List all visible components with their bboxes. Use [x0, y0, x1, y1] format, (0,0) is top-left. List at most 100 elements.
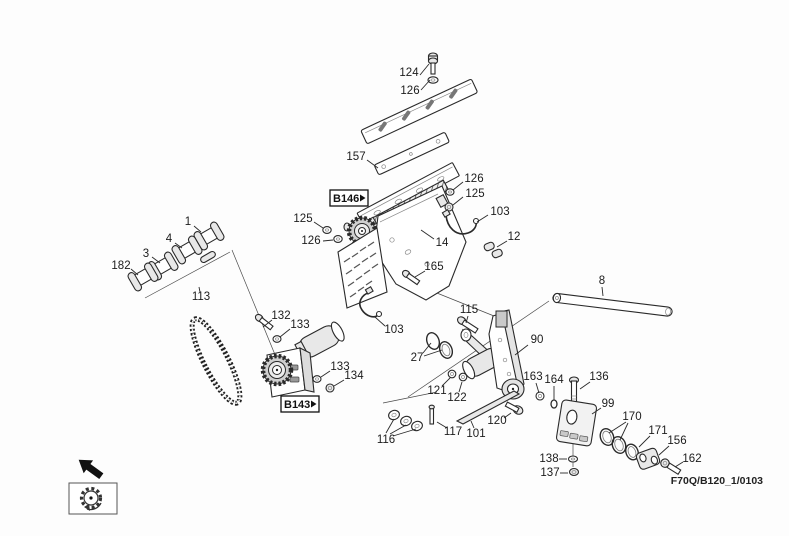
nut-137: [568, 467, 580, 477]
part-label-163: 163: [523, 371, 542, 383]
leader-line: [420, 229, 435, 240]
part-label-138: 138: [539, 453, 558, 465]
part-label-171: 171: [648, 425, 667, 437]
leader-line: [130, 268, 139, 276]
leader-line: [374, 316, 386, 327]
leader-line: [366, 159, 379, 169]
part-label-156: 156: [667, 435, 686, 447]
drawing-code: F70Q/B120_1/0103: [671, 475, 763, 487]
leader-line: [193, 225, 202, 233]
leader-line: [601, 286, 604, 297]
tine-arm-assembly: [388, 309, 682, 477]
washers-116: [388, 409, 423, 432]
leader-line: [496, 240, 508, 248]
cutterbar-assembly-b146: [322, 162, 503, 309]
plate-157: [374, 132, 450, 175]
drive-sprocket: [343, 215, 378, 247]
nut-134: [325, 383, 335, 393]
leader-line: [579, 381, 591, 390]
leader-line: [333, 379, 345, 387]
part-label-103: 103: [490, 206, 509, 218]
part-label-115: 115: [460, 304, 478, 316]
part-label-182: 182: [111, 260, 130, 272]
part-label-27: 27: [411, 352, 424, 364]
nut-121: [447, 369, 457, 379]
part-label-126: 126: [400, 85, 419, 97]
part-label-164: 164: [544, 374, 564, 386]
leader-line: [322, 239, 334, 242]
leader-line: [174, 242, 183, 249]
washer-126-top: [427, 76, 439, 84]
rings-27: [425, 332, 454, 359]
spring-clip-103-left: [359, 286, 383, 318]
leader-line: [422, 342, 432, 354]
leader-line: [470, 420, 475, 429]
leader-line: [392, 428, 417, 437]
direction-arrow-icon: [78, 459, 104, 480]
leader-line: [608, 421, 627, 434]
part-label-134: 134: [344, 370, 364, 382]
part-label-1: 1: [185, 216, 191, 228]
washer-125-left: [322, 226, 332, 234]
ring-171: [625, 443, 639, 461]
rod-8: [552, 292, 673, 317]
bolt-165: [401, 269, 421, 286]
leader-line: [414, 270, 426, 278]
part-label-90: 90: [531, 334, 544, 346]
part-label-99: 99: [602, 398, 615, 410]
coupling-156: [635, 447, 661, 470]
part-label-4: 4: [166, 233, 173, 245]
leader-line: [420, 79, 431, 91]
part-label-136: 136: [589, 371, 608, 383]
leader-line: [535, 382, 540, 394]
part-label-8: 8: [599, 275, 605, 287]
leader-line: [441, 377, 451, 387]
part-label-120: 120: [487, 415, 506, 427]
part-label-12: 12: [508, 231, 521, 243]
leader-line: [674, 461, 684, 468]
leader-line: [389, 424, 407, 435]
leader-line: [619, 422, 629, 441]
ref-box-label: B146: [333, 193, 359, 205]
part-label-125: 125: [293, 213, 312, 225]
motor-sprocket: [260, 353, 294, 387]
ref-box-B143: [280, 395, 320, 413]
bracket-90: [488, 309, 525, 400]
roller-chain-113: [189, 316, 243, 406]
part-label-103: 103: [384, 324, 403, 336]
part-label-124: 124: [399, 67, 419, 79]
washer-133-upper: [272, 335, 282, 343]
part-label-117: 117: [444, 426, 462, 438]
pin-120: [504, 401, 524, 415]
leader-line: [320, 370, 331, 378]
washer-133-lower: [312, 375, 322, 383]
bolt-115: [456, 316, 479, 334]
bolt-162: [660, 458, 682, 476]
ref-box-arrow-icon: [360, 194, 366, 202]
leader-line: [658, 445, 670, 456]
leader-line: [262, 319, 273, 328]
part-label-137: 137: [540, 467, 559, 479]
pin-117: [428, 404, 435, 425]
leader-line: [313, 221, 324, 229]
part-label-132: 132: [271, 310, 290, 322]
rings-170: [599, 428, 627, 454]
part-label-101: 101: [466, 428, 485, 440]
leader-line: [419, 63, 430, 76]
part-label-162: 162: [682, 453, 701, 465]
leader-line: [151, 256, 161, 264]
leader-line: [198, 286, 201, 293]
leader-line: [452, 196, 464, 206]
leader-line: [514, 344, 529, 356]
leader-line: [385, 418, 395, 434]
leader-line: [279, 328, 291, 338]
leader-line: [436, 421, 448, 429]
part-label-126: 126: [301, 235, 320, 247]
ref-box-arrow-icon: [311, 400, 317, 408]
leader-line: [423, 349, 443, 357]
ref-box-label: B143: [284, 399, 310, 411]
washer-126-left: [333, 235, 343, 243]
part-label-126: 126: [464, 173, 483, 185]
